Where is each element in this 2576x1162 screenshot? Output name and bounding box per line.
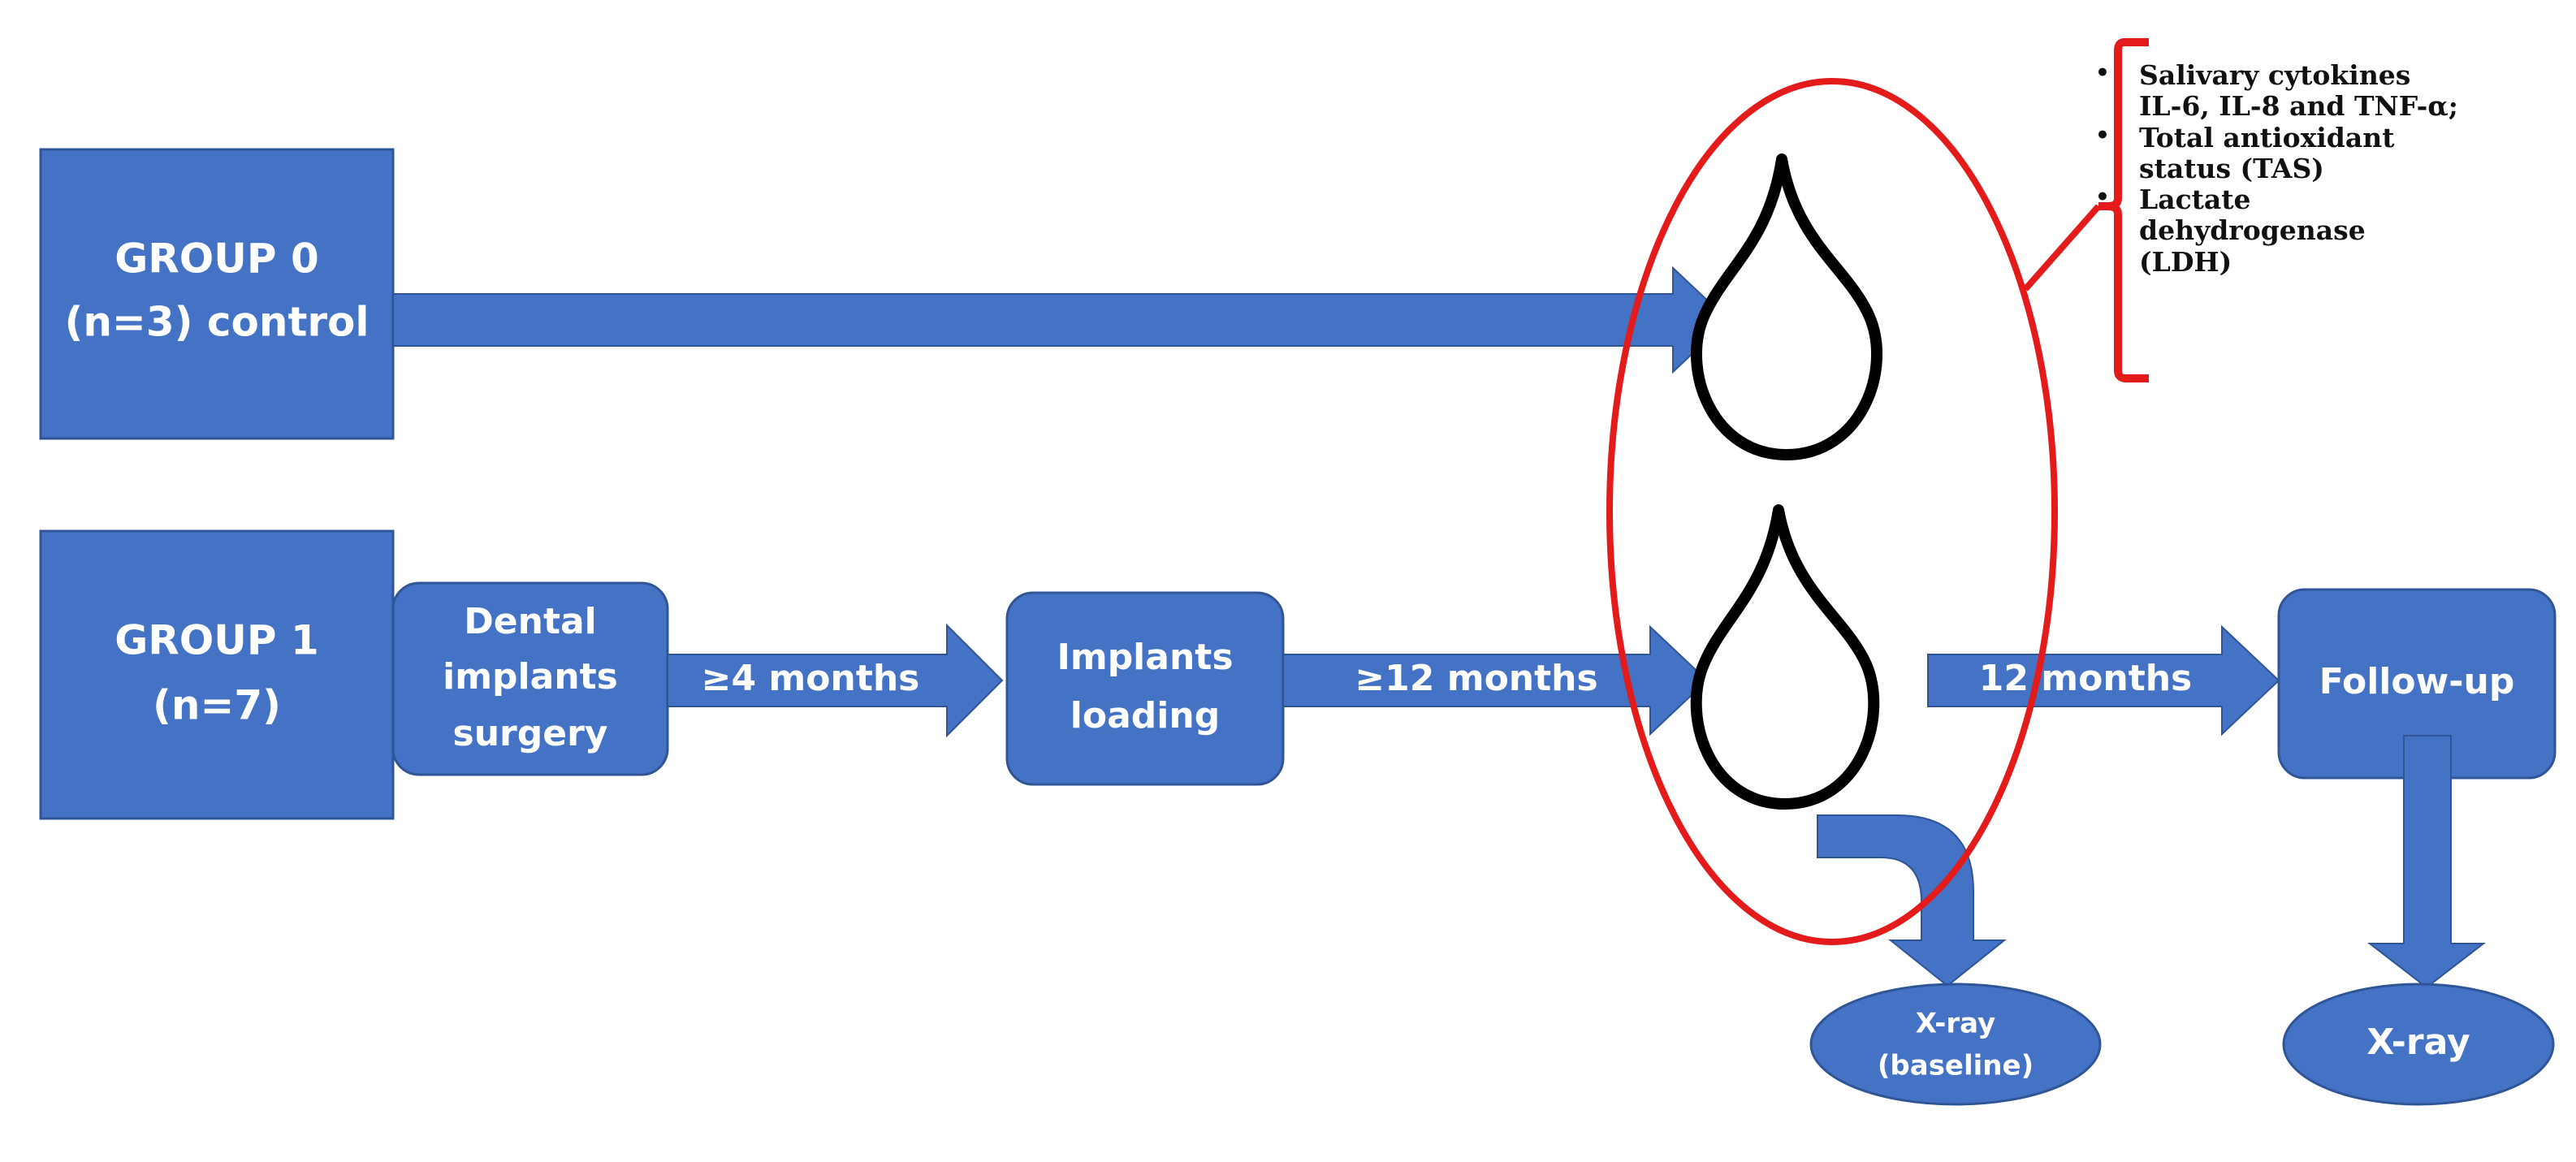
analysis-item-cytokines: Salivary cytokines IL-6, IL-8 and TNF-α; <box>2095 59 2459 123</box>
interval-arrow-12-months-followup <box>1927 624 2280 737</box>
saliva-drop-icon <box>1690 504 1880 810</box>
surgery-line1: Dental <box>464 601 597 642</box>
saliva-drop-icon <box>1691 153 1882 460</box>
analyses-bracket <box>2098 38 2149 382</box>
ellipse-to-bracket-line <box>2023 204 2101 292</box>
loading-box <box>1005 591 1285 786</box>
interval-arrow-12-months <box>1282 624 1709 737</box>
xray-baseline-ellipse <box>1809 983 2102 1106</box>
xray-followup-ellipse <box>2282 983 2555 1106</box>
group0-arrow <box>392 266 1730 374</box>
xray-followup-label: X-ray <box>2366 1022 2470 1063</box>
saliva-sampling-ellipse <box>1606 78 2058 945</box>
followup-xray-connector <box>2367 735 2486 989</box>
interval-label-12-months-followup: 12 months <box>1979 658 2193 699</box>
baseline-xray-connector <box>1817 814 2007 987</box>
group1-subtitle: (n=7) <box>153 682 281 729</box>
loading-line2: loading <box>1070 695 1220 737</box>
group1-box <box>39 529 395 820</box>
group0-title: GROUP 0 <box>115 235 319 283</box>
xray-baseline-line2: (baseline) <box>1878 1050 2034 1082</box>
analysis-item-tas: Total antioxidant status (TAS) <box>2095 122 2459 185</box>
analyses-list: Salivary cytokines IL-6, IL-8 and TNF-α;… <box>2095 59 2459 278</box>
group1-title: GROUP 1 <box>115 617 319 664</box>
loading-line1: Implants <box>1057 637 1233 678</box>
group0-box <box>39 148 395 440</box>
surgery-line2: implants <box>443 656 618 698</box>
interval-arrow-4-months <box>667 623 1004 738</box>
analysis-item-ldh: Lactate dehydrogenase (LDH) <box>2095 184 2459 278</box>
interval-label-12-months: ≥12 months <box>1355 658 1597 699</box>
interval-label-4-months: ≥4 months <box>702 658 920 699</box>
followup-label: Follow-up <box>2319 661 2515 702</box>
group0-subtitle: (n=3) control <box>64 299 369 346</box>
xray-baseline-line1: X-ray <box>1916 1008 1995 1040</box>
surgery-line3: surgery <box>453 713 608 754</box>
